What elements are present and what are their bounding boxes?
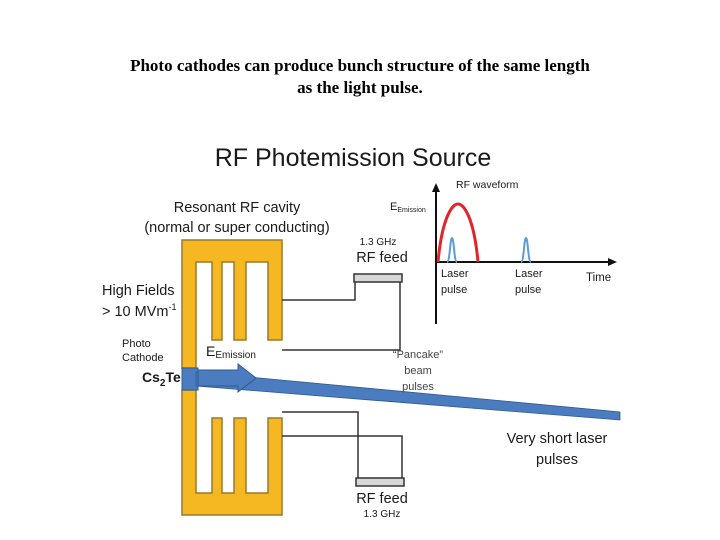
cavity-label-line-2: (normal or super conducting) bbox=[144, 220, 329, 236]
rf-waveform-inset bbox=[432, 183, 617, 324]
laser-pulses-label-line-2: pulses bbox=[536, 452, 578, 468]
laser-pulse-2-line-1: Laser bbox=[515, 268, 543, 280]
rf-cavity bbox=[181, 239, 283, 516]
rf-feed-bottom-label: RF feed bbox=[356, 491, 408, 507]
photo-cathode-line-1: Photo bbox=[122, 338, 151, 350]
pancake-label-line-1: “Pancake” bbox=[393, 349, 443, 361]
rf-feed-top-frequency: 1.3 GHz bbox=[360, 237, 397, 248]
rf-feed-top-label: RF feed bbox=[356, 250, 408, 266]
pancake-label-line-3: pulses bbox=[402, 381, 434, 393]
rf-feed-bottom-frequency: 1.3 GHz bbox=[364, 509, 401, 520]
pancake-label-line-2: beam bbox=[404, 365, 432, 377]
caption-line-1: Photo cathodes can produce bunch structu… bbox=[130, 56, 590, 75]
cavity-lower-half bbox=[181, 389, 283, 516]
cavity-label-line-1: Resonant RF cavity bbox=[174, 200, 301, 216]
laser-beam-line bbox=[195, 371, 621, 421]
rf-feed-top-waveguide bbox=[282, 273, 403, 351]
waveform-x-label: Time bbox=[586, 272, 611, 284]
emission-field-label: EEmission bbox=[206, 343, 256, 361]
rf-wave-half-cycle bbox=[436, 202, 480, 263]
high-fields-line-2: > 10 MVm-1 bbox=[102, 302, 177, 320]
laser-pulse-2-spike bbox=[520, 236, 532, 263]
photo-cathode-line-2: Cathode bbox=[122, 352, 164, 364]
caption-line-2: as the light pulse. bbox=[297, 78, 423, 97]
emission-field-arrow bbox=[197, 362, 257, 394]
waveform-y-axis-arrow bbox=[432, 183, 440, 192]
laser-pulse-2-line-2: pulse bbox=[515, 284, 541, 296]
cathode-material-label: Cs2Te bbox=[142, 369, 181, 389]
rf-feed-bottom-waveguide bbox=[282, 411, 405, 487]
diagram-title: RF Photemission Source bbox=[215, 144, 492, 172]
cavity-upper-half bbox=[181, 239, 283, 369]
laser-pulse-1-line-1: Laser bbox=[441, 268, 469, 280]
waveform-title: RF waveform bbox=[456, 179, 519, 191]
waveform-y-label: EEmission bbox=[390, 201, 426, 214]
high-fields-line-1: High Fields bbox=[102, 283, 175, 299]
laser-pulse-1-line-2: pulse bbox=[441, 284, 467, 296]
laser-pulses-label-line-1: Very short laser bbox=[507, 431, 608, 447]
laser-pulse-1-spike bbox=[446, 236, 458, 263]
waveform-x-axis-arrow bbox=[608, 258, 617, 266]
caption: Photo cathodes can produce bunch structu… bbox=[60, 55, 660, 99]
